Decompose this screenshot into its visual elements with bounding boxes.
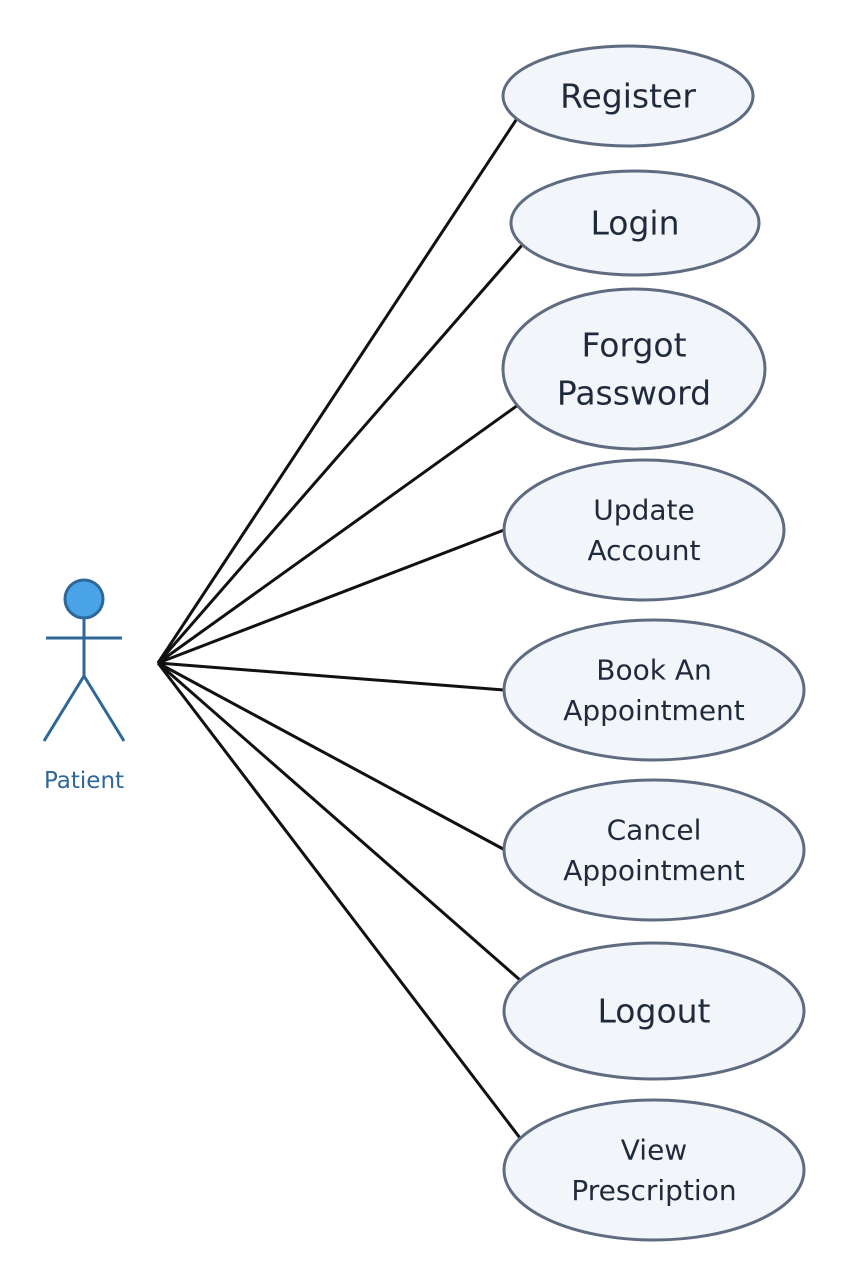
actor-patient[interactable]: Patient xyxy=(42,578,126,794)
use-case-ellipse xyxy=(501,44,755,148)
actor-head xyxy=(63,578,105,620)
association-line-login xyxy=(156,243,525,664)
use-case-register[interactable]: Register xyxy=(501,44,755,148)
association-line-cancel-appointment xyxy=(157,661,506,852)
association-line-update-account xyxy=(157,528,505,665)
association-line-logout xyxy=(157,661,521,982)
use-case-label: Logout xyxy=(598,992,711,1031)
actor-left-leg xyxy=(42,675,86,742)
use-case-label: Prescription xyxy=(571,1174,736,1207)
association-line-register xyxy=(156,113,522,664)
use-case-label: Forgot xyxy=(581,326,686,365)
use-case-book-an-appointment[interactable]: Book An Appointment xyxy=(502,618,806,762)
association-line-forgot-password xyxy=(157,403,519,665)
use-case-ellipse xyxy=(509,169,761,277)
actor-right-leg xyxy=(82,675,126,742)
use-case-logout[interactable]: Logout xyxy=(502,941,806,1081)
use-case-ellipse xyxy=(502,1098,806,1242)
use-case-ellipse xyxy=(502,458,786,602)
use-case-login[interactable]: Login xyxy=(509,169,761,277)
association-line-book-an-appointment xyxy=(157,661,505,692)
use-case-label: Password xyxy=(557,373,711,412)
use-case-label: Register xyxy=(560,77,696,116)
use-case-ellipse xyxy=(501,287,767,451)
use-case-label: Account xyxy=(587,534,700,567)
use-case-label: Appointment xyxy=(563,694,745,727)
use-case-label: Book An xyxy=(596,654,712,687)
use-case-label: View xyxy=(621,1134,687,1167)
association-line-view-prescription xyxy=(156,662,522,1139)
use-case-ellipse xyxy=(502,618,806,762)
use-case-ellipse xyxy=(502,941,806,1081)
use-case-label: Update xyxy=(593,494,694,527)
use-case-label: Login xyxy=(590,204,679,243)
use-case-label: Appointment xyxy=(563,854,745,887)
associations xyxy=(156,113,525,1139)
use-case-label: Cancel xyxy=(607,814,702,847)
use-cases: RegisterLoginForgotPasswordUpdateAccount… xyxy=(501,44,806,1242)
actor-label: Patient xyxy=(44,768,124,794)
use-case-ellipse xyxy=(502,778,806,922)
